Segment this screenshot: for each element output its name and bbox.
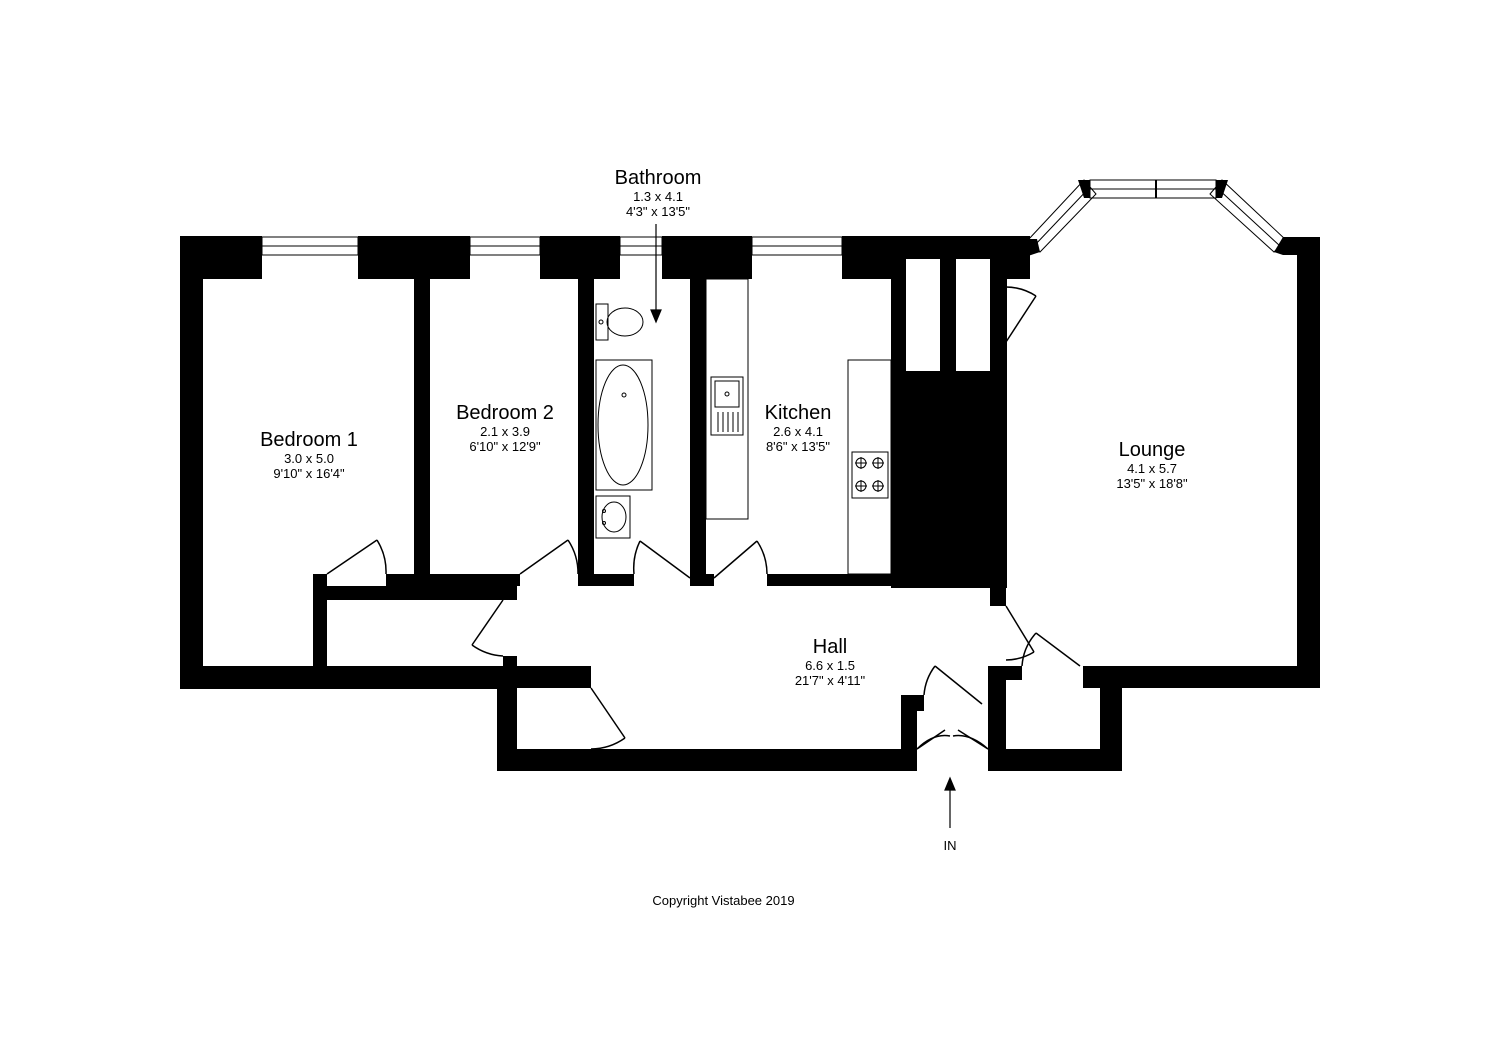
windows	[261, 179, 1287, 256]
entrance-label: IN	[943, 838, 957, 853]
bay-cap-top-right	[1216, 180, 1228, 198]
room-imperial-lounge: 13'5" x 18'8"	[1116, 475, 1188, 491]
wall-left	[180, 236, 203, 689]
wall-lounge-left-top	[990, 259, 1006, 287]
room-name-hall: Hall	[812, 636, 848, 658]
wall-entry-right-bottom	[988, 749, 1122, 771]
cupboard-2	[956, 259, 990, 371]
wall-bed1-stub	[313, 574, 327, 669]
wall-lobby-top	[1006, 666, 1022, 680]
room-imperial-bedroom1: 9'10" x 16'4"	[273, 465, 345, 481]
label-hall: Hall 6.6 x 1.5 21'7" x 4'11"	[770, 636, 890, 689]
room-metric-hall: 6.6 x 1.5	[805, 658, 855, 673]
wall-kitchen-bottom	[767, 574, 891, 586]
wall-entry-right	[988, 666, 1006, 771]
toilet-icon	[595, 303, 644, 341]
bay-cap-left	[1022, 239, 1040, 256]
entrance-arrow-head-icon	[944, 776, 956, 791]
doors	[326, 286, 1081, 750]
wall-top-2	[358, 236, 470, 279]
bay-cap-top-left	[1078, 180, 1090, 198]
room-name-bathroom: Bathroom	[614, 167, 702, 189]
label-kitchen: Kitchen 2.6 x 4.1 8'6" x 13'5"	[743, 402, 853, 455]
wall-lounge-bottom	[1083, 666, 1320, 688]
label-bedroom2: Bedroom 2 2.1 x 3.9 6'10" x 12'9"	[440, 402, 570, 455]
wall-lounge-right	[1283, 237, 1320, 688]
bath-icon	[595, 359, 653, 491]
wall-lobby-top-2	[1083, 666, 1103, 680]
wall-hall-top	[706, 574, 714, 586]
door-bedroom2	[519, 539, 569, 575]
wall-bath-kitchen	[690, 279, 706, 586]
door-lounge	[1005, 605, 1035, 653]
room-metric-bedroom1: 3.0 x 5.0	[284, 451, 334, 466]
room-name-bedroom1: Bedroom 1	[260, 429, 358, 451]
window-bay-left	[1027, 179, 1097, 253]
label-bedroom1: Bedroom 1 3.0 x 5.0 9'10" x 16'4"	[244, 429, 374, 482]
wall-closet-top	[517, 666, 591, 688]
wall-bed1-bottom	[386, 574, 430, 588]
wall-hall-left-upper	[503, 586, 517, 600]
walls	[180, 180, 1320, 771]
door-bathroom	[639, 540, 691, 579]
door-hall-inner	[934, 665, 983, 705]
wall-lobby-right	[1100, 666, 1122, 771]
label-bathroom: Bathroom 1.3 x 4.1 4'3" x 13'5"	[598, 167, 718, 220]
door-lobby-cupboard	[1035, 632, 1081, 667]
bay-cap-right	[1274, 237, 1283, 255]
wall-hall-bottom	[497, 749, 917, 771]
hob-icon	[851, 451, 889, 499]
room-name-kitchen: Kitchen	[764, 402, 832, 424]
door-bedroom1	[326, 539, 378, 575]
worktop-left	[705, 278, 749, 520]
copyright-text: Copyright Vistabee 2019	[652, 893, 795, 908]
arrows	[650, 224, 956, 828]
wall-hall-top-left	[327, 586, 517, 600]
wall-entry-left-top	[912, 695, 924, 711]
wall-lounge-left	[990, 342, 1006, 606]
bathroom-pointer-head-icon	[650, 309, 662, 324]
room-imperial-kitchen: 8'6" x 13'5"	[765, 438, 831, 454]
cupboard-1	[906, 259, 940, 371]
room-metric-bedroom2: 2.1 x 3.9	[480, 424, 530, 439]
wall-top-4	[662, 236, 752, 279]
room-imperial-bedroom2: 6'10" x 12'9"	[469, 438, 541, 454]
wall-hall-left-mid	[503, 656, 517, 686]
worktop-right	[847, 359, 892, 575]
room-metric-kitchen: 2.6 x 4.1	[773, 424, 823, 439]
room-imperial-bathroom: 4'3" x 13'5"	[625, 203, 691, 219]
wall-bed2-bottom	[430, 574, 520, 586]
wall-bed2-bath	[578, 279, 594, 586]
wall-bottom-left	[180, 666, 517, 689]
wall-bed1-bed2	[414, 279, 430, 586]
door-lounge-cupboard	[1005, 295, 1037, 343]
wall-entry-left	[901, 695, 917, 771]
door-closet	[590, 687, 626, 739]
fixtures	[595, 278, 892, 575]
door-hall-left	[471, 599, 504, 646]
room-imperial-hall: 21'7" x 4'11"	[794, 672, 866, 688]
wall-top-3	[540, 236, 620, 279]
basin-icon	[595, 495, 631, 539]
label-lounge: Lounge 4.1 x 5.7 13'5" x 18'8"	[1092, 439, 1212, 492]
room-metric-lounge: 4.1 x 5.7	[1127, 461, 1177, 476]
room-metric-bathroom: 1.3 x 4.1	[633, 189, 683, 204]
room-name-bedroom2: Bedroom 2	[456, 402, 554, 424]
room-name-lounge: Lounge	[1118, 439, 1186, 461]
door-kitchen	[713, 540, 758, 579]
window-bay-right	[1209, 179, 1287, 253]
wall-bath-bottom	[594, 574, 634, 586]
sink-icon	[710, 376, 744, 436]
